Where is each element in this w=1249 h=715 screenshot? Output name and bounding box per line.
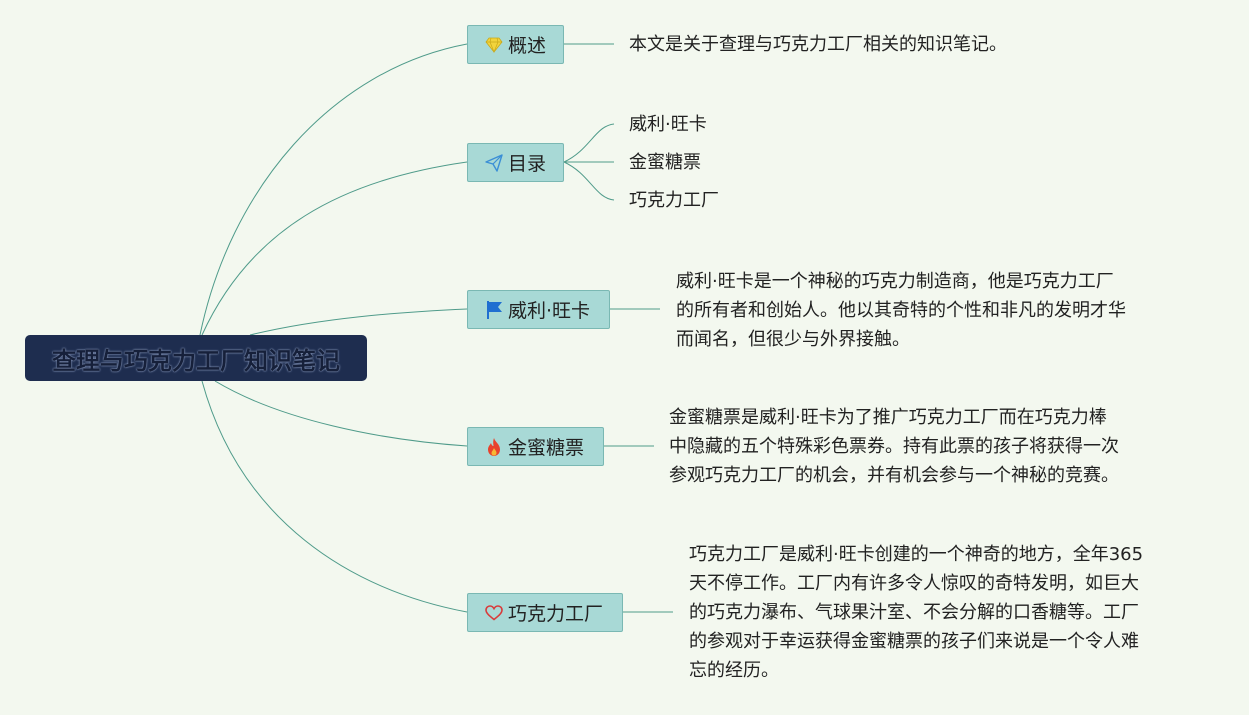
branch-overview-label: 概述 bbox=[508, 35, 547, 57]
paper-plane-icon bbox=[484, 153, 504, 173]
connector-toc-item-3 bbox=[563, 161, 615, 201]
diamond-icon bbox=[484, 35, 504, 55]
connector-root-wonka bbox=[249, 308, 468, 336]
branch-factory[interactable]: 巧克力工厂 bbox=[467, 593, 623, 632]
branch-ticket[interactable]: 金蜜糖票 bbox=[467, 427, 604, 466]
toc-item-ticket[interactable]: 金蜜糖票 bbox=[629, 152, 701, 173]
connector-toc-item-1 bbox=[563, 123, 615, 163]
flag-icon bbox=[484, 300, 504, 320]
overview-text: 本文是关于查理与巧克力工厂相关的知识笔记。 bbox=[629, 34, 1007, 55]
connector-root-overview bbox=[199, 43, 468, 336]
connector-root-factory bbox=[201, 380, 468, 613]
branch-wonka-label: 威利·旺卡 bbox=[508, 300, 591, 322]
factory-description: 巧克力工厂是威利·旺卡创建的一个神奇的地方，全年365 天不停工作。工厂内有许多… bbox=[689, 544, 1144, 681]
root-title: 查理与巧克力工厂知识笔记 bbox=[52, 346, 340, 375]
root-topic[interactable]: 查理与巧克力工厂知识笔记 bbox=[25, 335, 367, 381]
branch-wonka[interactable]: 威利·旺卡 bbox=[467, 290, 610, 329]
branch-ticket-label: 金蜜糖票 bbox=[508, 437, 585, 459]
branch-factory-label: 巧克力工厂 bbox=[508, 603, 604, 625]
branch-toc-label: 目录 bbox=[508, 153, 547, 175]
toc-item-wonka[interactable]: 威利·旺卡 bbox=[629, 114, 707, 135]
ticket-description: 金蜜糖票是威利·旺卡为了推广巧克力工厂而在巧克力棒 中隐藏的五个特殊彩色票券。持… bbox=[669, 407, 1119, 486]
branch-toc[interactable]: 目录 bbox=[467, 143, 564, 182]
wonka-description: 威利·旺卡是一个神秘的巧克力制造商，他是巧克力工厂 的所有者和创始人。他以其奇特… bbox=[676, 271, 1126, 350]
heart-icon bbox=[484, 603, 504, 623]
toc-item-factory[interactable]: 巧克力工厂 bbox=[629, 190, 719, 211]
branch-overview[interactable]: 概述 bbox=[467, 25, 564, 64]
connector-root-ticket bbox=[214, 380, 468, 447]
fire-icon bbox=[484, 437, 504, 457]
connector-root-toc bbox=[201, 161, 468, 336]
